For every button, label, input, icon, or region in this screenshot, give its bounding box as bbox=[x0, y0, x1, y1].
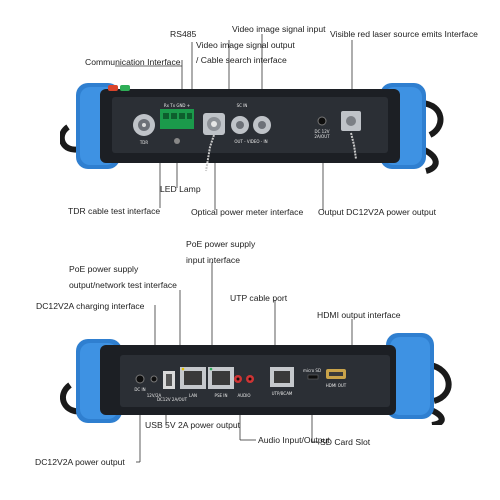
label-output-dc: Output DC12V2A power output bbox=[318, 207, 437, 217]
label-communication: Communication Interface bbox=[85, 57, 181, 67]
label-tdr: TDR cable test interface bbox=[68, 206, 161, 216]
top-device-illustration: TDR Rx Tx GND + SC IN OUT - VIDEO - IN D… bbox=[60, 83, 444, 174]
label-rs485: RS485 bbox=[170, 29, 197, 39]
label-led-lamp: LED Lamp bbox=[160, 184, 201, 194]
panel-video: OUT - VIDEO - IN bbox=[234, 139, 267, 144]
label-video-output-2: / Cable search interface bbox=[196, 55, 287, 65]
label-sd-card: SD Card Slot bbox=[320, 437, 371, 447]
panel-psein: PSE IN bbox=[215, 393, 228, 398]
panel-lan: LAN bbox=[189, 393, 197, 398]
label-poe-input-1: PoE power supply bbox=[186, 239, 256, 249]
label-red-laser: Visible red laser source emits Interface bbox=[330, 29, 478, 39]
label-dc-output: DC12V2A power output bbox=[35, 457, 125, 467]
panel-dc12v2a: DC12V 2A/OUT bbox=[157, 397, 188, 402]
panel-dcin: DC IN bbox=[134, 387, 145, 392]
panel-dc12v-small: 12V/2A bbox=[147, 393, 162, 398]
panel-tdr-label: TDR bbox=[139, 140, 149, 145]
label-video-output-1: Video image signal output bbox=[196, 40, 295, 50]
panel-dcout: 2A/OUT bbox=[314, 134, 330, 139]
bottom-device-illustration: DC IN 12V/2A DC12V 2A/OUT LAN PSE IN AUD… bbox=[60, 333, 452, 425]
label-poe-output-1: PoE power supply bbox=[69, 264, 139, 274]
label-dc-charging: DC12V2A charging interface bbox=[36, 301, 145, 311]
label-audio: Audio Input/Output bbox=[258, 435, 330, 445]
label-usb: USB 5V 2A power output bbox=[145, 420, 241, 430]
panel-microsd: micro SD bbox=[303, 368, 321, 373]
panel-scin: SC IN bbox=[237, 103, 248, 108]
panel-audio: AUDIO bbox=[237, 393, 250, 398]
panel-hdmi: HDMI OUT bbox=[326, 383, 347, 388]
label-poe-input-2: input interface bbox=[186, 255, 240, 265]
label-hdmi-output: HDMI output interface bbox=[317, 310, 401, 320]
panel-dc12v: DC 12V bbox=[315, 129, 330, 134]
label-poe-output-2: output/network test interface bbox=[69, 280, 177, 290]
label-utp-port: UTP cable port bbox=[230, 293, 288, 303]
panel-rs485-pins: Rx Tx GND + bbox=[164, 103, 190, 108]
label-video-input: Video image signal input bbox=[232, 24, 326, 34]
panel-utp: UTP/BCAM bbox=[272, 391, 293, 396]
label-optical-power: Optical power meter interface bbox=[191, 207, 304, 217]
